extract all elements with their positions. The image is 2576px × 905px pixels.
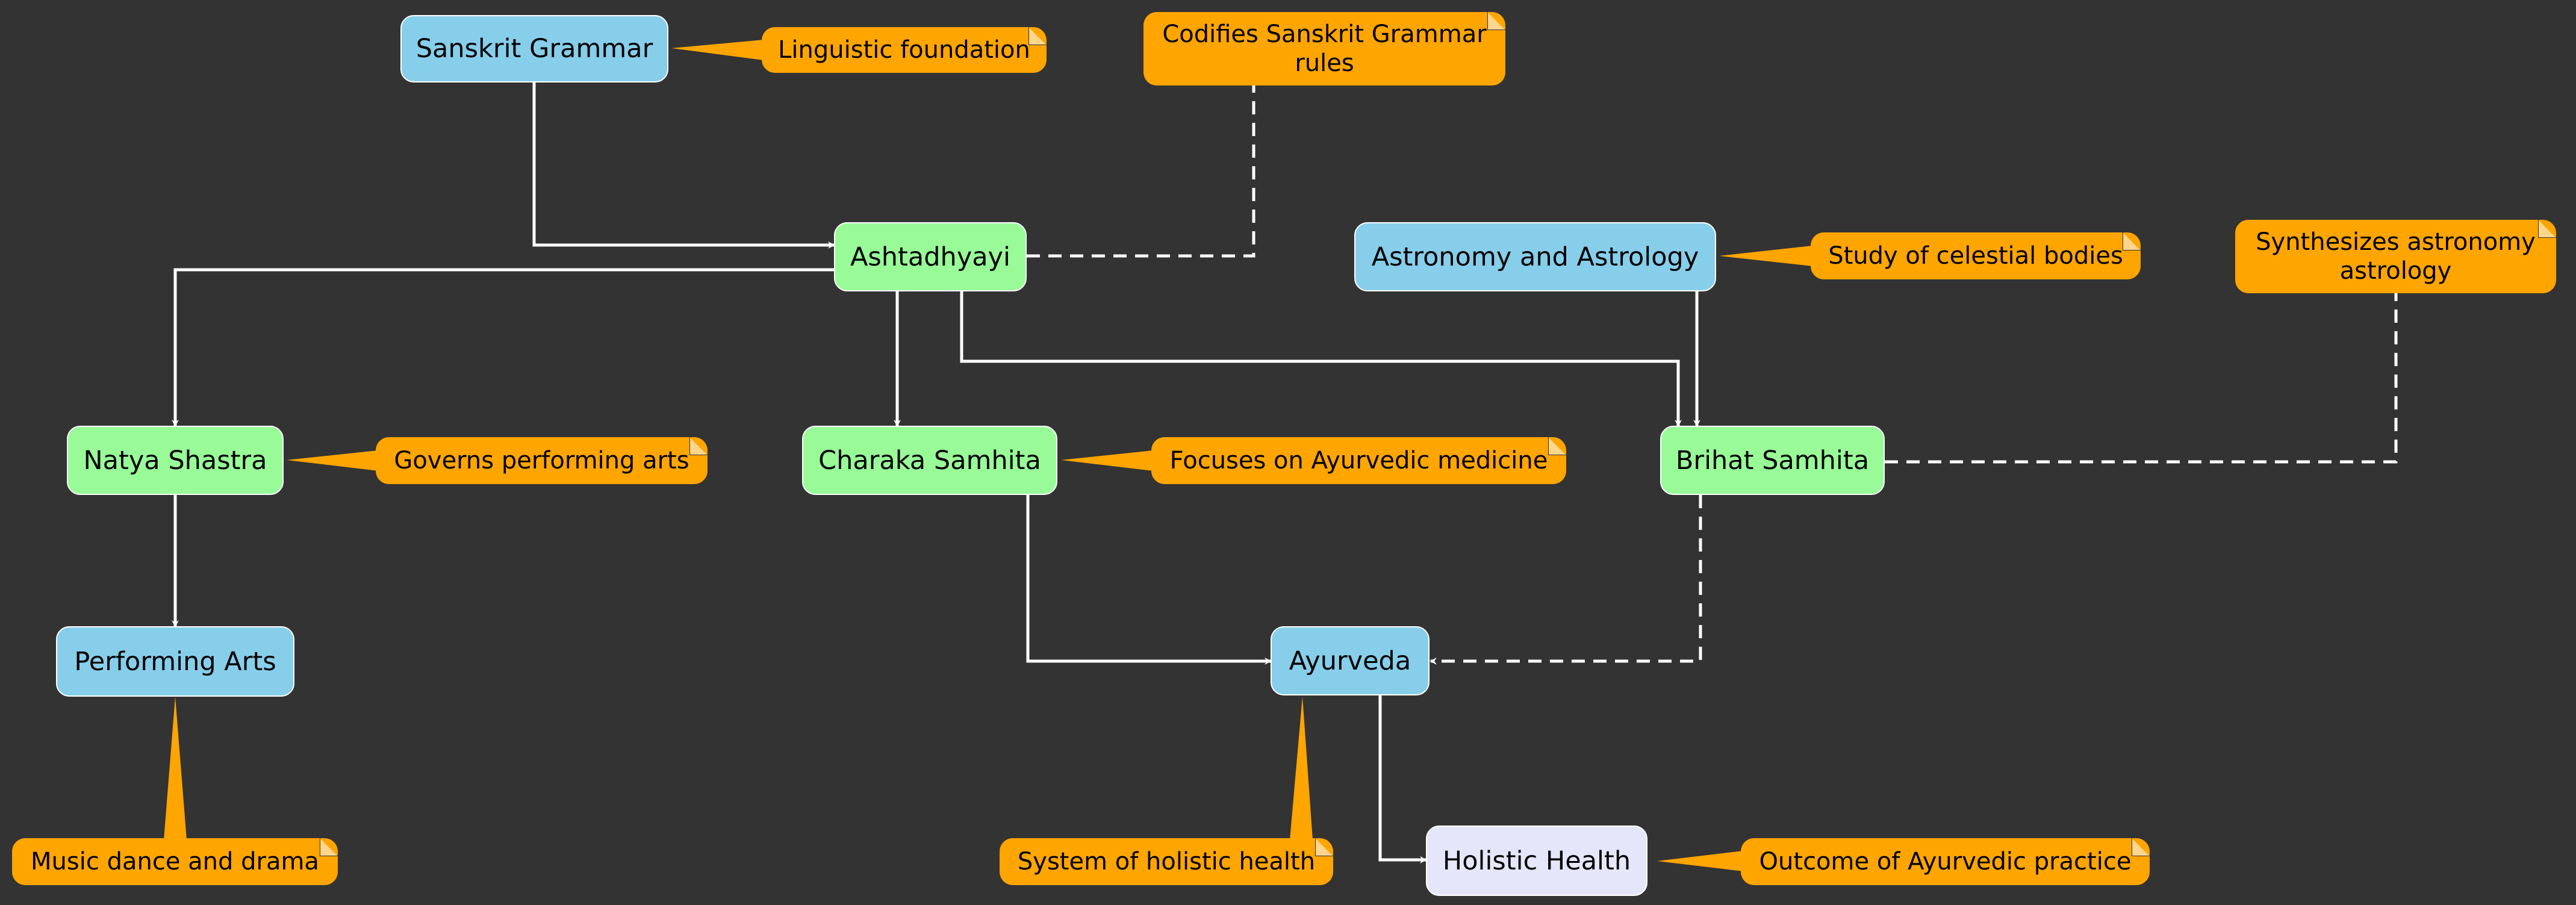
node-astronomy-and-astrology[interactable]: Astronomy and Astrology [1354, 222, 1716, 291]
node-holistic-health[interactable]: Holistic Health [1426, 826, 1647, 896]
note-study-celestial-bodies: Study of celestial bodies [1811, 232, 2141, 279]
node-sanskrit-grammar[interactable]: Sanskrit Grammar [400, 15, 668, 82]
note-text: Outcome of Ayurvedic practice [1759, 848, 2132, 875]
node-label: Astronomy and Astrology [1371, 241, 1699, 272]
note-text: Linguistic foundation [778, 36, 1030, 64]
node-label: Brihat Samhita [1675, 445, 1870, 476]
note-linguistic-foundation: Linguistic foundation [762, 27, 1047, 73]
note-text: Codifies Sanskrit Grammar rules [1162, 20, 1487, 77]
note-fold-icon [2123, 232, 2141, 250]
note-governs-performing-arts: Governs performing arts [376, 437, 708, 484]
node-label: Natya Shastra [83, 445, 267, 476]
note-focuses-ayurvedic-medicine: Focuses on Ayurvedic medicine [1151, 437, 1566, 484]
note-fold-icon [1548, 437, 1566, 455]
note-fold-icon [689, 437, 708, 455]
edge-ashtadhyayi-to-brihat-samhita [960, 291, 1682, 427]
note-text: Music dance and drama [31, 848, 319, 875]
note-pointer-music [164, 697, 187, 840]
edge-ashtadhyayi-to-natya-shastra [172, 268, 834, 427]
note-pointer-holistic [1290, 697, 1313, 840]
note-fold-icon [2538, 220, 2556, 238]
note-pointer-outcome [1657, 851, 1743, 871]
note-fold-icon [320, 838, 338, 856]
note-text: Synthesizes astronomy astrology [2256, 228, 2536, 285]
note-fold-icon [1028, 27, 1047, 45]
note-text: Focuses on Ayurvedic medicine [1169, 447, 1548, 474]
note-text: System of holistic health [1017, 848, 1316, 875]
node-label: Charaka Samhita [818, 445, 1041, 476]
node-brihat-samhita[interactable]: Brihat Samhita [1660, 426, 1885, 495]
node-charaka-samhita[interactable]: Charaka Samhita [802, 426, 1057, 495]
note-music-dance-drama: Music dance and drama [12, 838, 338, 885]
note-fold-icon [1487, 12, 1505, 30]
node-label: Holistic Health [1442, 845, 1631, 876]
note-pointer-performing [287, 450, 378, 471]
note-synthesizes-astronomy: Synthesizes astronomy astrology [2235, 220, 2556, 293]
node-label: Ashtadhyayi [850, 241, 1011, 272]
edge-ayurveda-to-holistic-health [1378, 695, 1427, 863]
note-fold-icon [2132, 838, 2150, 856]
edge-sanskrit-grammar-to-ashtadhyayi [532, 82, 835, 249]
note-text: Study of celestial bodies [1828, 242, 2123, 270]
node-label: Ayurveda [1289, 645, 1411, 676]
node-ashtadhyayi[interactable]: Ashtadhyayi [834, 222, 1027, 291]
note-pointer-ayurvedic-medicine [1061, 450, 1153, 471]
note-fold-icon [1315, 838, 1333, 856]
edge-brihat-samhita-to-ayurveda [1430, 495, 1702, 665]
note-outcome-ayurvedic-practice: Outcome of Ayurvedic practice [1741, 838, 2150, 885]
note-pointer-celestial [1719, 246, 1812, 266]
node-label: Performing Arts [74, 646, 276, 677]
node-ayurveda[interactable]: Ayurveda [1271, 626, 1430, 695]
node-label: Sanskrit Grammar [415, 34, 653, 64]
note-system-holistic-health: System of holistic health [1000, 838, 1333, 885]
note-pointer-linguistic [671, 40, 764, 60]
node-performing-arts[interactable]: Performing Arts [56, 626, 294, 697]
note-text: Governs performing arts [394, 447, 689, 474]
note-link-codifies [1027, 86, 1255, 258]
node-natya-shastra[interactable]: Natya Shastra [67, 426, 284, 495]
edge-charaka-samhita-to-ayurveda [1026, 495, 1272, 665]
note-codifies-rules: Codifies Sanskrit Grammar rules [1143, 12, 1505, 86]
note-link-synthesizes [1885, 293, 2398, 464]
